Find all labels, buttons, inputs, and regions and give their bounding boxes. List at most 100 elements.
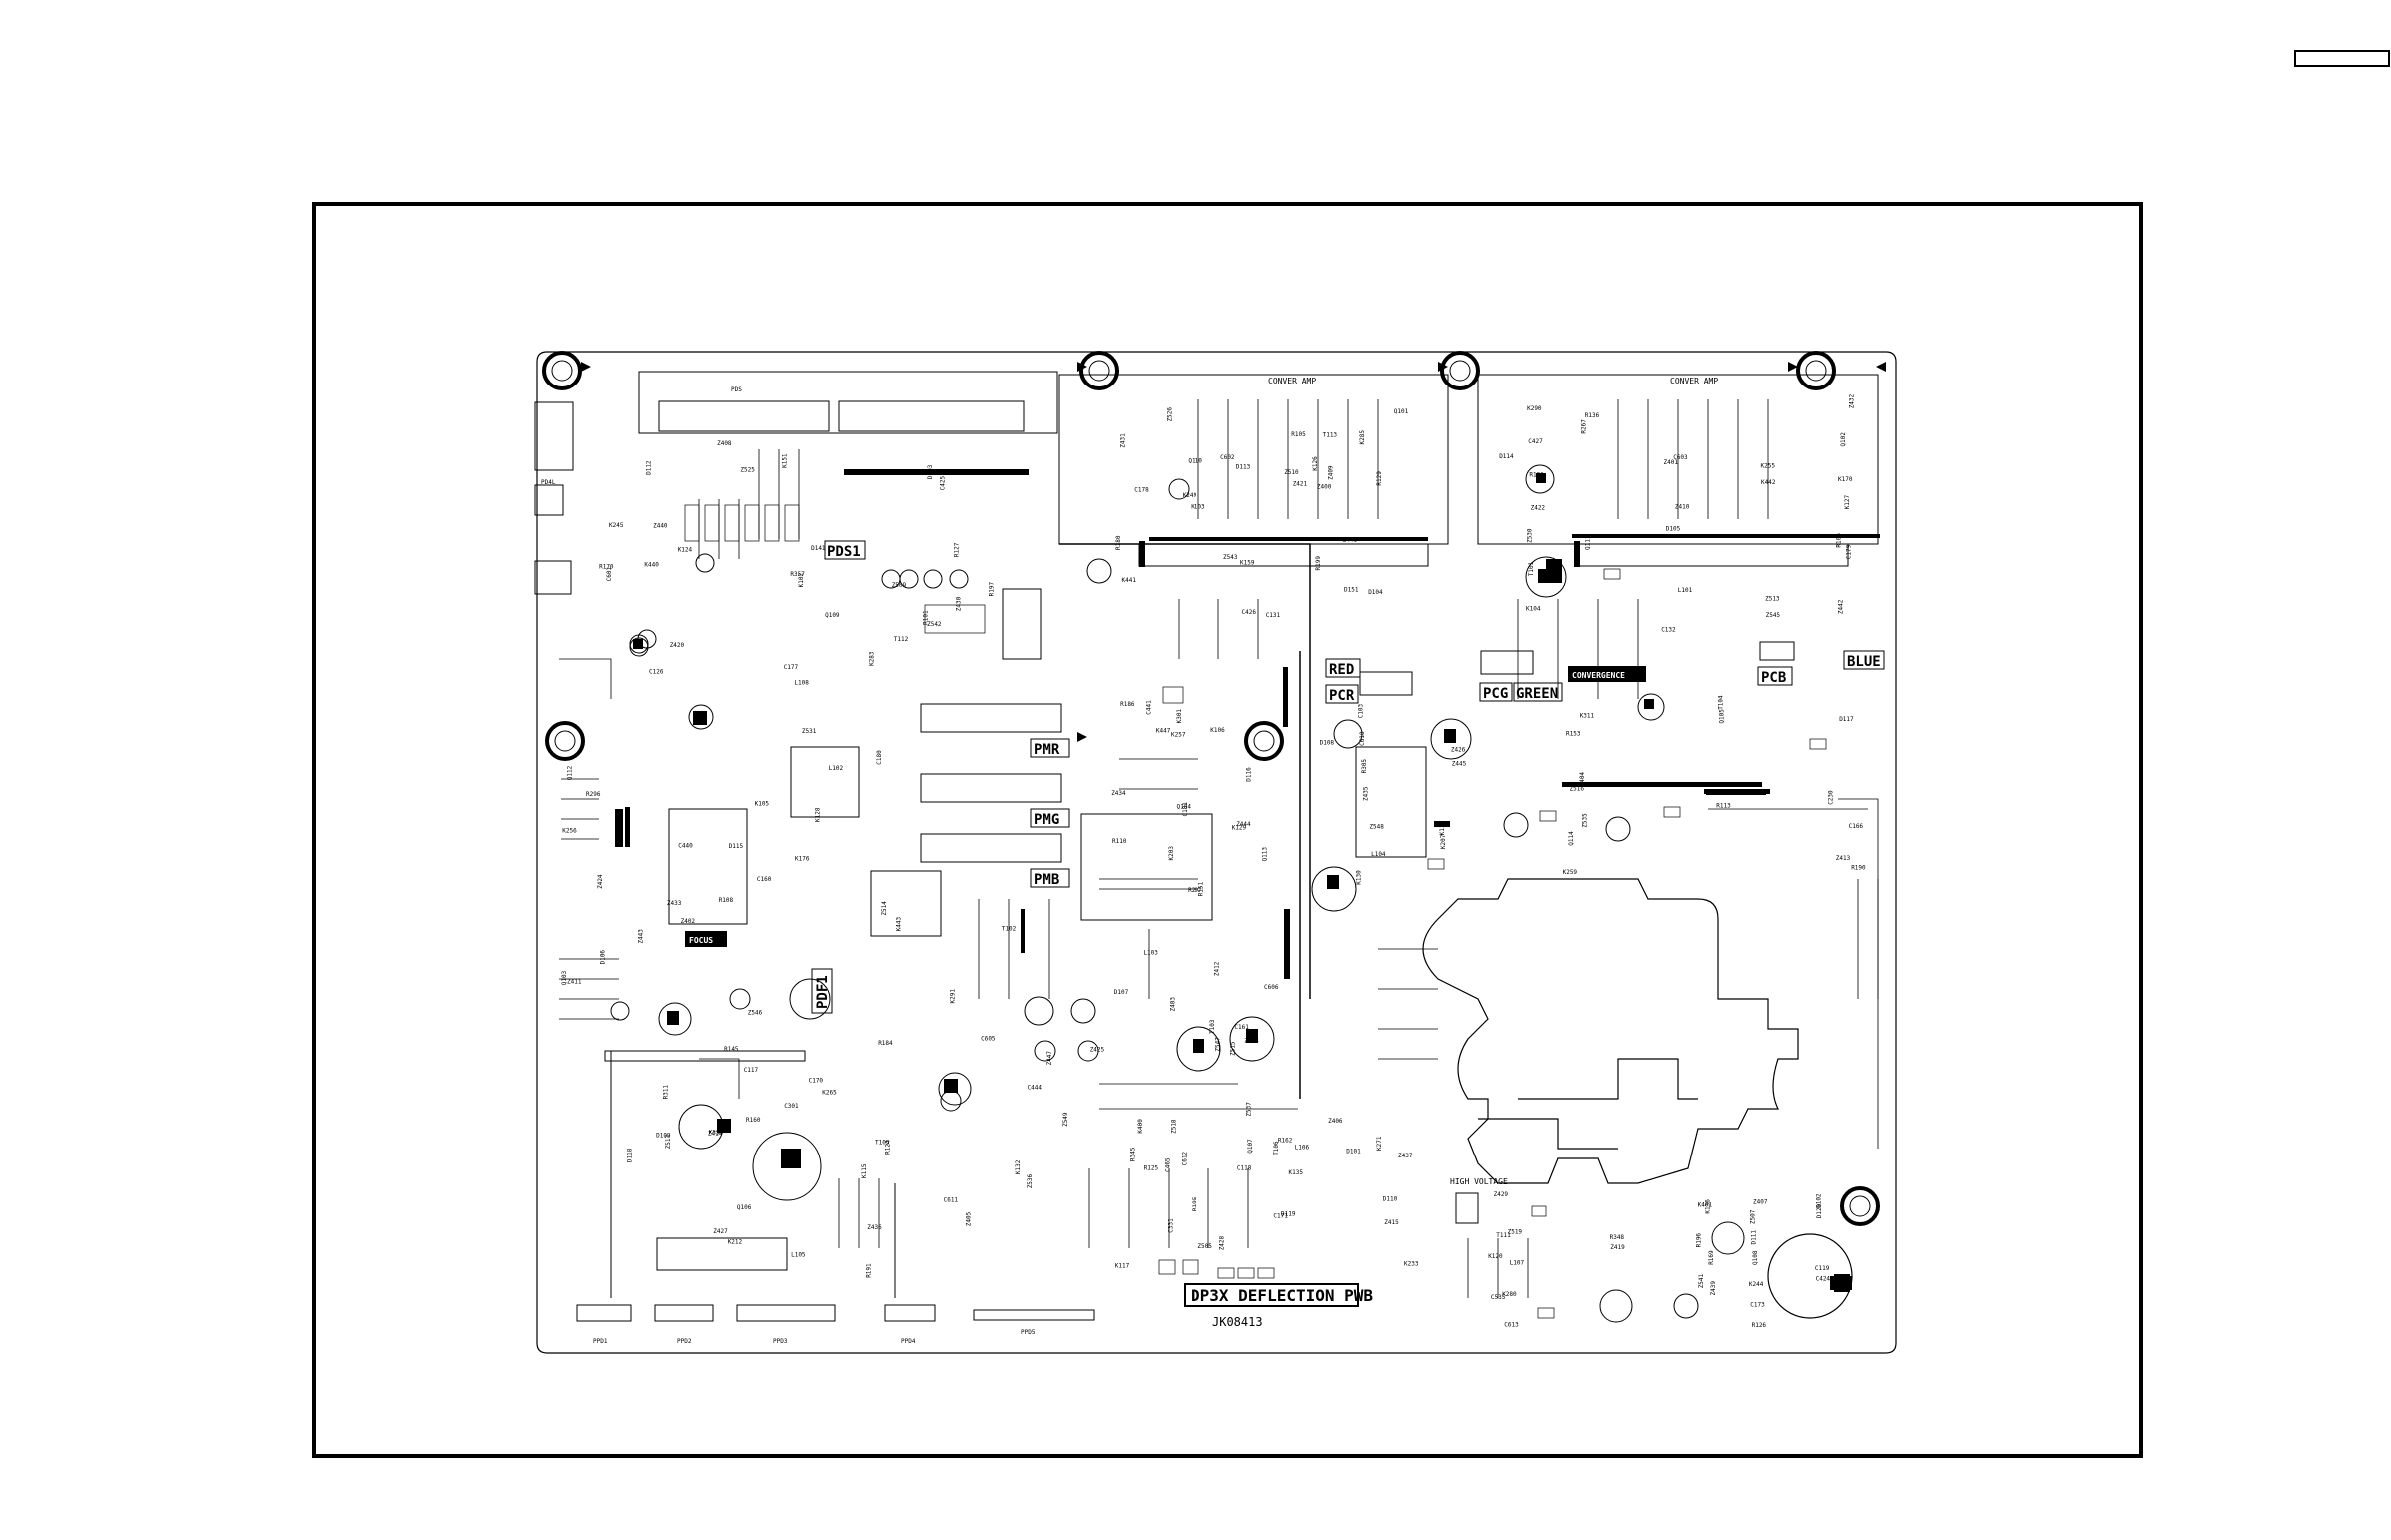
component-ref: D109 — [656, 1133, 671, 1140]
component-ref: Z441 — [1343, 536, 1358, 543]
component-ref: Z518 — [1171, 1119, 1178, 1134]
component-ref: D114 — [1499, 453, 1514, 460]
component-ref: R169 — [1708, 1250, 1715, 1265]
component-ref: Z442 — [1838, 599, 1845, 614]
component-ref: K105 — [755, 801, 770, 808]
component-ref: Z545 — [1766, 612, 1781, 619]
component-ref: C160 — [757, 876, 772, 883]
component-ref: K301 — [1176, 709, 1183, 724]
component-ref: K233 — [1404, 1260, 1419, 1267]
component-ref: R127 — [953, 542, 960, 557]
component-ref: R196 — [1695, 1233, 1702, 1248]
component-ref: C132 — [1661, 626, 1676, 633]
component-ref: K114 — [1439, 821, 1446, 836]
transistor-bodies — [615, 473, 1850, 1292]
component-ref: K212 — [728, 1238, 743, 1245]
component-ref: R153 — [1566, 730, 1581, 737]
pcr-label: PCR — [1329, 688, 1355, 704]
component-ref: R311 — [663, 1085, 670, 1100]
component-ref: R106 — [1835, 533, 1842, 548]
component-ref: Z549 — [1062, 1112, 1069, 1127]
component-ref: Q114 — [1568, 831, 1575, 846]
component-ref: Z424 — [597, 874, 604, 889]
component-ref: D108 — [1320, 740, 1335, 747]
component-ref: K280 — [1502, 1291, 1517, 1298]
component-ref: C173 — [1750, 1302, 1765, 1309]
component-ref: Q106 — [737, 1204, 752, 1211]
block-labels: PDS1 PDF1 PMR PMG PMB RED PCR PCG GREEN … — [685, 540, 1885, 1014]
component-ref: D111 — [1751, 1230, 1758, 1245]
component-ref: Z425 — [1090, 1046, 1105, 1053]
component-ref: C612 — [1181, 1152, 1188, 1166]
component-ref: D103 — [927, 464, 934, 479]
component-ref: Z432 — [1849, 393, 1856, 408]
component-ref: R345 — [1130, 1147, 1137, 1161]
component-ref: T105 — [875, 1140, 890, 1147]
component-ref: Z533 — [1244, 1038, 1259, 1045]
component-ref: C103 — [1357, 703, 1364, 718]
component-ref: Z447 — [1046, 1051, 1053, 1066]
component-ref: K176 — [795, 855, 810, 862]
component-ref: L108 — [794, 680, 809, 687]
component-ref: Z430 — [955, 596, 962, 611]
component-ref: Z413 — [1836, 855, 1851, 862]
component-ref: Z526 — [1166, 407, 1173, 422]
component-ref: T101 — [1528, 561, 1535, 576]
component-ref: T111 — [1496, 1232, 1511, 1239]
component-ref: C601 — [606, 567, 613, 582]
component-ref: Z541 — [1698, 1273, 1705, 1288]
component-ref: R136 — [1585, 412, 1600, 419]
component-ref: C166 — [1849, 823, 1864, 830]
ic-modules — [534, 401, 1795, 1224]
component-ref: C126 — [649, 668, 664, 675]
conver-amp-right-label: CONVER AMP — [1670, 377, 1718, 385]
component-ref: C606 — [1264, 984, 1279, 991]
component-ref: R267 — [1580, 419, 1587, 434]
component-ref: D102 — [1815, 1193, 1822, 1208]
component-ref: Q111 — [1584, 535, 1591, 550]
component-ref: Z400 — [1317, 484, 1332, 491]
component-ref: K170 — [1838, 476, 1853, 483]
component-ref: R184 — [878, 1040, 893, 1047]
component-ref: Z510 — [1284, 469, 1299, 476]
board-title-block: DP3X DEFLECTION PWB JK08413 — [1184, 1283, 1373, 1329]
component-ref: Z426 — [1451, 747, 1466, 754]
component-ref: K290 — [1527, 405, 1542, 412]
component-ref: K127 — [1844, 494, 1851, 509]
component-ref: K117 — [1115, 1262, 1130, 1269]
mounting-hole-top-right-inner — [1440, 351, 1480, 390]
top-connector-strips — [638, 371, 1879, 1099]
component-ref: R124 — [884, 1140, 891, 1155]
component-ref: R197 — [989, 581, 996, 596]
component-ref: D117 — [1839, 716, 1854, 723]
component-ref: Z436 — [867, 1224, 882, 1231]
component-ref: C131 — [1266, 612, 1281, 619]
component-ref: C442 — [1716, 789, 1731, 796]
component-ref: Q108 — [1752, 1250, 1759, 1265]
component-ref: D115 — [729, 843, 744, 850]
component-ref: Z530 — [1527, 528, 1534, 543]
component-ref: R191 — [865, 1263, 872, 1278]
component-ref: D120 — [1816, 1203, 1823, 1218]
component-ref: K245 — [609, 522, 624, 529]
component-ref: R180 — [1115, 535, 1122, 550]
component-ref: D105 — [1666, 525, 1681, 532]
component-ref: Z547 — [1214, 1037, 1221, 1052]
component-ref: C425 — [939, 475, 946, 490]
component-ref: Z414 — [708, 1131, 723, 1138]
conver-amp-left-label: CONVER AMP — [1268, 377, 1316, 385]
component-ref: R160 — [746, 1117, 761, 1124]
component-ref: Z525 — [740, 467, 755, 474]
pmr-label: PMR — [1034, 742, 1060, 758]
component-ref: Q107 — [1247, 1139, 1254, 1154]
connector-labels: PPD1 PPD2 PPD3 PPD4 PPD5 PDS PD4L — [541, 386, 1036, 1345]
component-ref: R108 — [719, 897, 734, 904]
pd4l-label: PD4L — [541, 479, 556, 486]
component-ref: Z516 — [1570, 786, 1585, 793]
component-ref: K203 — [1168, 846, 1175, 861]
ppd5-label: PPD5 — [1021, 1329, 1036, 1336]
component-ref: C118 — [1237, 1165, 1252, 1172]
pmb-label: PMB — [1034, 872, 1059, 888]
component-ref: C161 — [1234, 1024, 1249, 1031]
component-ref: C170 — [809, 1078, 824, 1085]
